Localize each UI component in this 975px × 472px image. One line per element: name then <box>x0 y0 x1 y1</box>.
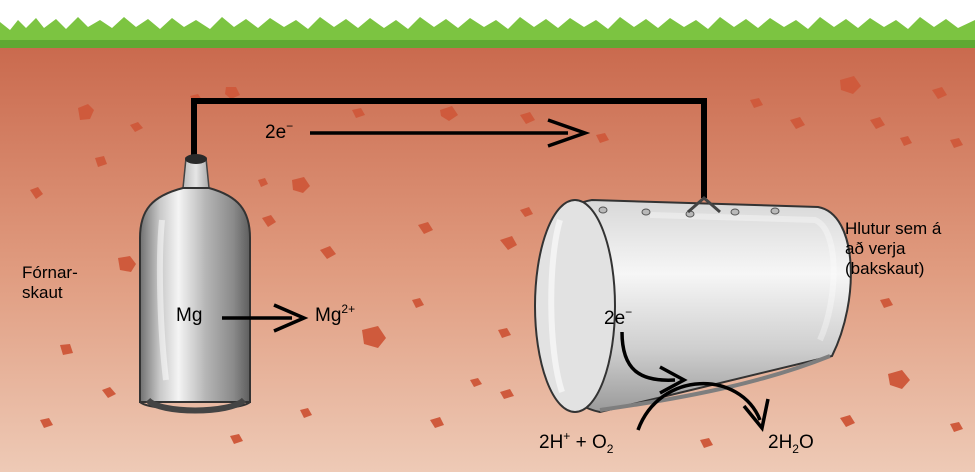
connecting-wire <box>191 98 707 198</box>
protected-label-line2: að verja <box>845 239 906 258</box>
reaction-arrow <box>636 381 770 432</box>
reactants-label: 2H+ + O2 <box>539 429 614 456</box>
mg-label: Mg <box>176 305 203 326</box>
protected-label-line3: (bakskaut) <box>845 259 925 278</box>
sacrificial-anode-label: Fórnar- skaut <box>22 263 78 303</box>
tank-electrons-label: 2e− <box>604 305 633 329</box>
tank-electron-arrow <box>620 331 688 395</box>
magnesium-cylinder-icon <box>139 154 251 414</box>
wire-electron-arrow <box>310 118 591 148</box>
ionization-arrow <box>222 303 309 333</box>
wire-electrons-label: 2e− <box>265 119 294 143</box>
product-label: 2H2O <box>768 432 814 456</box>
grass-shade <box>0 40 975 48</box>
protected-label-line1: Hlutur sem á <box>845 219 942 238</box>
sacrificial-label-line1: Fórnar- <box>22 263 78 282</box>
protected-object-label: Hlutur sem á að verja (bakskaut) <box>845 219 941 279</box>
sacrificial-label-line2: skaut <box>22 283 63 302</box>
mg-ion-label: Mg2+ <box>315 302 356 326</box>
soil-pebbles <box>30 76 963 448</box>
steel-tank-icon <box>534 196 852 414</box>
